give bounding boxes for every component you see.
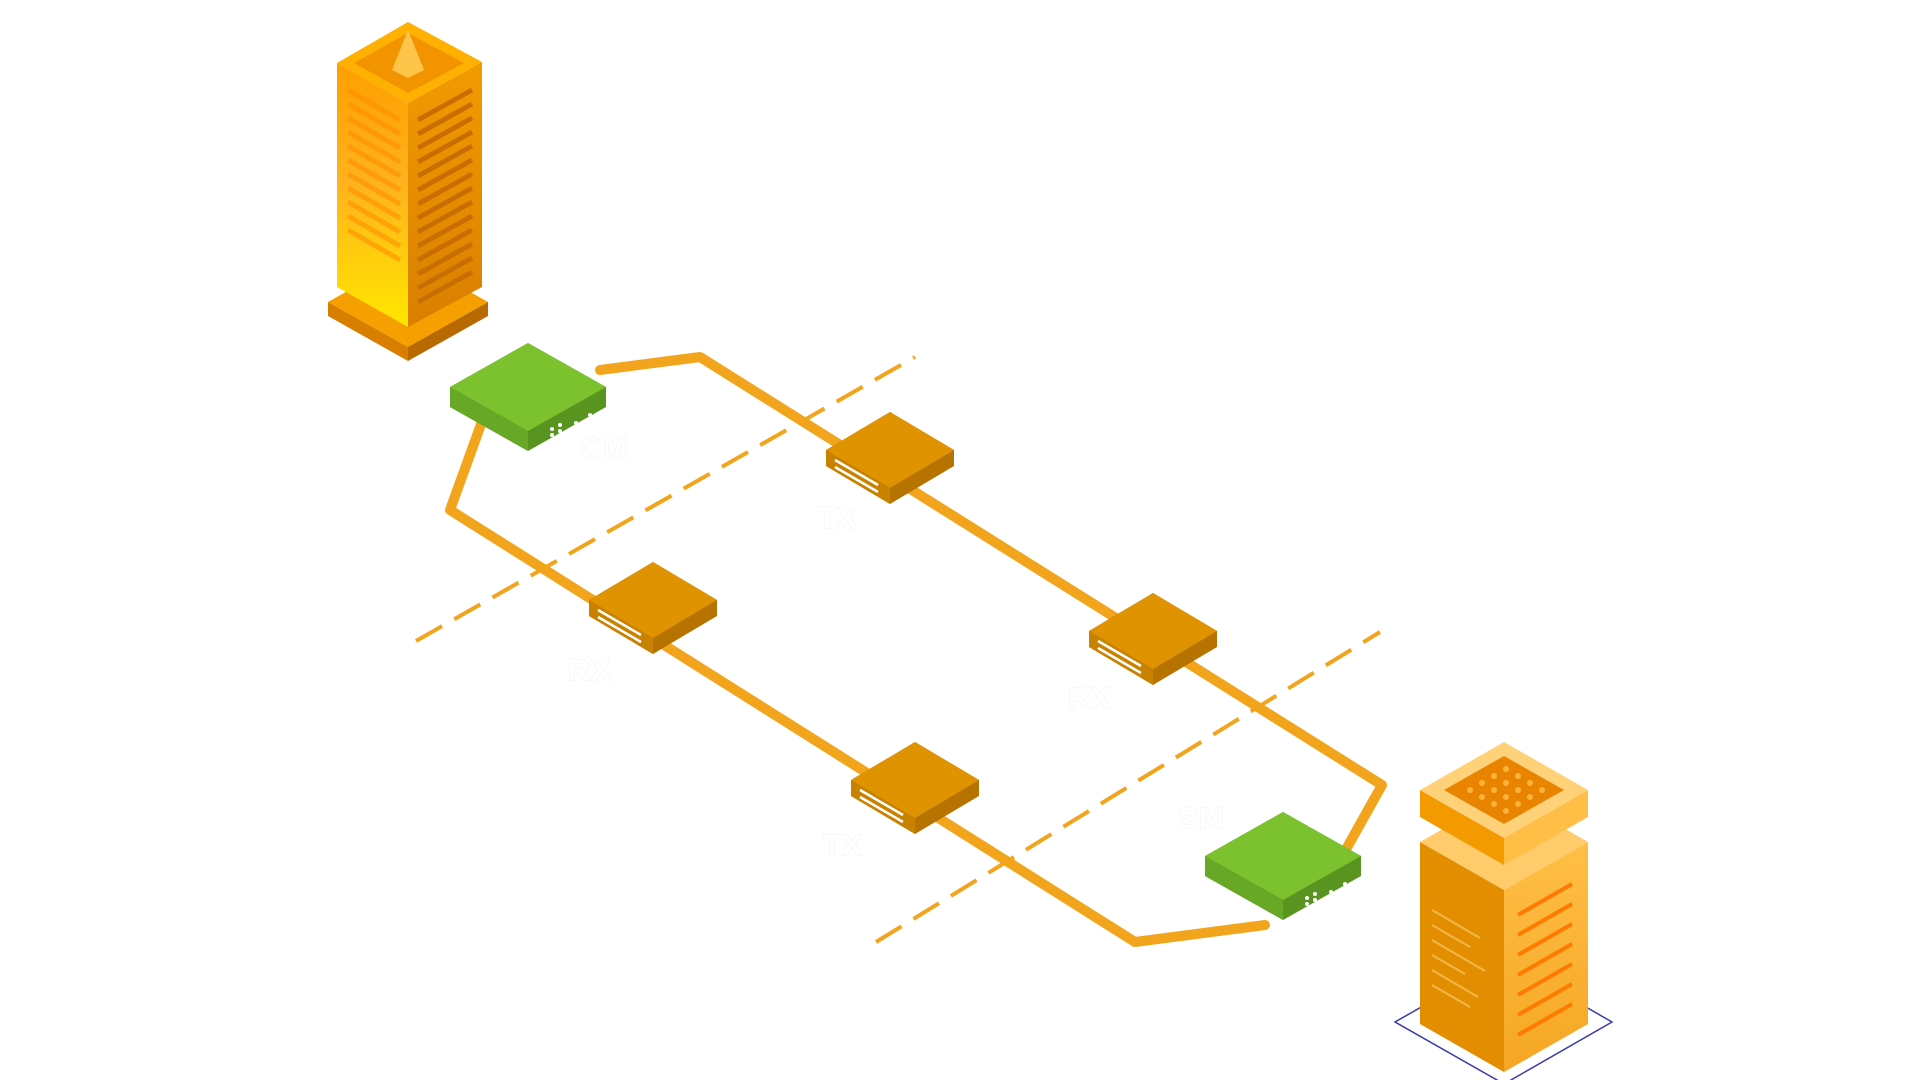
network-links — [445, 352, 1387, 947]
link-upper-path — [595, 352, 1387, 865]
label-rx-right: RX — [1068, 682, 1112, 715]
label-rx-left: RX — [568, 654, 612, 687]
label-sm: SM — [1178, 802, 1225, 835]
network-boundaries — [415, 355, 1382, 944]
node-rx-left: RX — [567, 562, 717, 688]
link-lower-path — [445, 411, 1270, 947]
label-cm: CM — [580, 432, 629, 465]
node-cm: CM — [450, 343, 629, 466]
server-icon — [1393, 742, 1614, 1080]
boundary-line-lower — [874, 630, 1382, 944]
label-tx-top: TX — [818, 502, 858, 535]
node-rx-right: RX — [1067, 593, 1217, 716]
label-tx-bottom: TX — [823, 829, 863, 862]
node-tx-bottom: TX — [822, 742, 979, 863]
node-sm: SM — [1177, 801, 1361, 920]
boundary-line-upper — [415, 355, 916, 643]
office-tower-icon — [328, 22, 488, 361]
node-tx-top: TX — [817, 412, 954, 536]
